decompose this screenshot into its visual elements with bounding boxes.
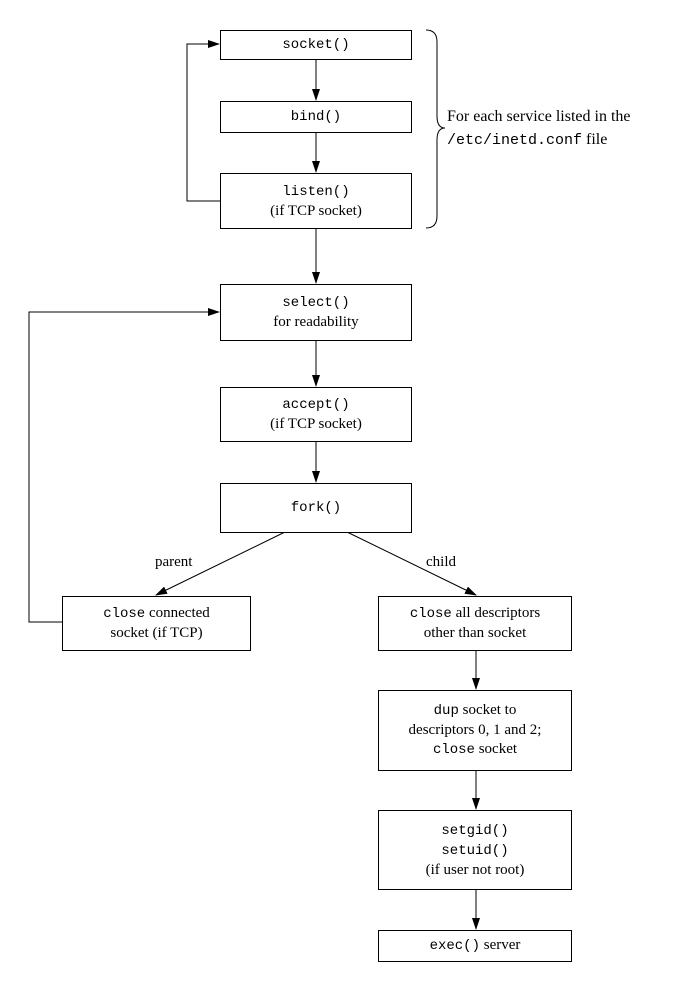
listen-call: listen() bbox=[282, 183, 350, 200]
close-connected-line2: socket (if TCP) bbox=[110, 625, 203, 641]
dup-close-code: close bbox=[432, 742, 475, 758]
brace-note-line1: For each service listed in the bbox=[447, 107, 631, 126]
exec-text: server bbox=[480, 937, 521, 953]
dup-close-text: socket bbox=[474, 741, 518, 757]
setid-condition: (if user not root) bbox=[425, 861, 525, 878]
child-label: child bbox=[426, 554, 456, 570]
accept-call: accept() bbox=[282, 397, 350, 413]
arrow-fork-to-child bbox=[346, 531, 477, 596]
dup-line2: descriptors 0, 1 and 2; bbox=[408, 722, 542, 738]
close-connected-code: close bbox=[103, 606, 146, 622]
close-all-box: close all descriptors other than socket bbox=[378, 596, 572, 651]
close-all-code: close bbox=[409, 606, 452, 622]
curly-brace bbox=[425, 29, 446, 229]
dup-code: dup bbox=[433, 703, 459, 719]
setgid-call: setgid() bbox=[441, 822, 509, 839]
bind-box: bind() bbox=[220, 101, 412, 133]
arrow-listen-loop-back bbox=[186, 40, 220, 202]
dup-text: socket to bbox=[458, 702, 517, 718]
select-call: select() bbox=[282, 295, 350, 311]
setid-box: setgid() setuid() (if user not root) bbox=[378, 810, 572, 890]
socket-call: socket() bbox=[282, 37, 350, 53]
fork-call: fork() bbox=[290, 500, 342, 516]
exec-box: exec() server bbox=[378, 930, 572, 962]
listen-box: listen() (if TCP socket) bbox=[220, 173, 412, 229]
exec-code: exec() bbox=[429, 938, 480, 954]
fork-box: fork() bbox=[220, 483, 412, 533]
close-all-text: all descriptors bbox=[451, 605, 541, 621]
brace-note-text1: For each service listed in the bbox=[447, 108, 631, 125]
socket-box: socket() bbox=[220, 30, 412, 60]
inetd-conf-path: /etc/inetd.conf bbox=[447, 132, 583, 149]
close-connected-box: close connected socket (if TCP) bbox=[62, 596, 251, 651]
arrow-parent-loop-back bbox=[28, 308, 220, 623]
close-all-line2: other than socket bbox=[423, 625, 527, 641]
brace-note-text2: file bbox=[582, 131, 608, 148]
setuid-call: setuid() bbox=[441, 842, 509, 859]
select-purpose: for readability bbox=[273, 314, 359, 330]
parent-label: parent bbox=[155, 554, 193, 570]
bind-call: bind() bbox=[290, 109, 342, 125]
dup-box: dup socket to descriptors 0, 1 and 2; cl… bbox=[378, 690, 572, 771]
accept-box: accept() (if TCP socket) bbox=[220, 387, 412, 442]
close-connected-text: connected bbox=[145, 605, 210, 621]
brace-note-line2: /etc/inetd.conf file bbox=[447, 130, 607, 150]
listen-condition: (if TCP socket) bbox=[270, 202, 362, 219]
select-box: select() for readability bbox=[220, 284, 412, 341]
accept-condition: (if TCP socket) bbox=[270, 416, 362, 432]
arrow-fork-to-parent bbox=[155, 531, 286, 596]
